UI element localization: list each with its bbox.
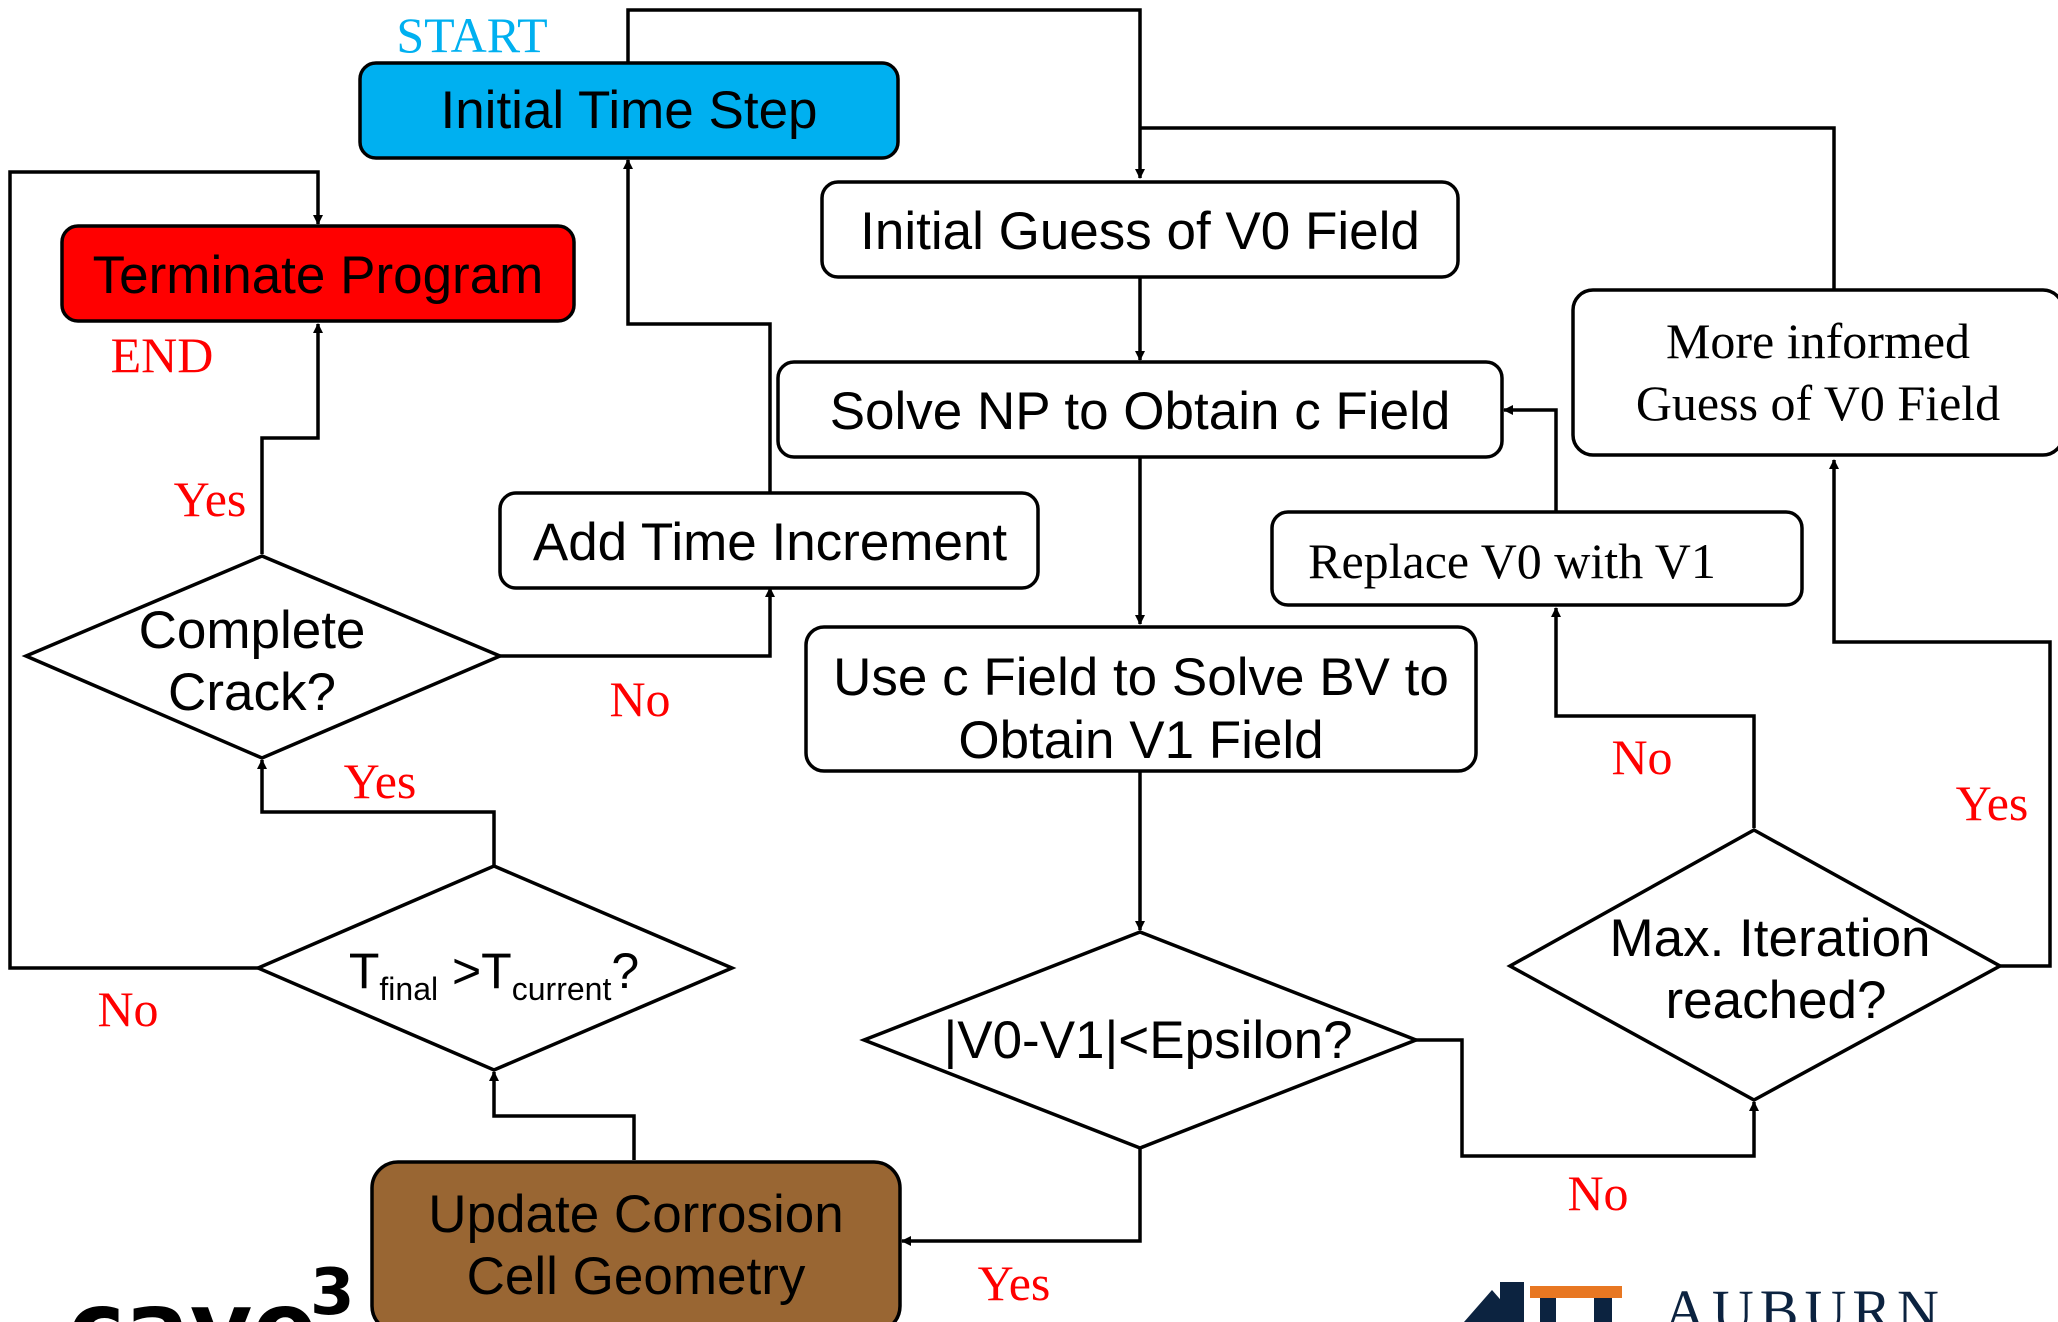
add-time-text: Add Time Increment: [533, 513, 1008, 572]
label-yes-t-compare: Yes: [344, 753, 417, 809]
update-corrosion-text-1: Update Corrosion: [428, 1185, 843, 1244]
label-yes-crack-end: Yes: [174, 471, 247, 527]
replace-v0-box: [1270, 510, 1804, 607]
edge-epsilon-no-to-max-iter: [1416, 1038, 1759, 1158]
edge-more-informed-to-initial-guess: [1140, 126, 1836, 290]
cave-logo-superscript: 3: [310, 1256, 355, 1322]
node-update-corrosion: Update Corrosion Cell Geometry: [370, 1160, 902, 1322]
replace-v0-text: Replace V0 with V1: [1308, 533, 1716, 589]
edge-start-to-initial-guess: [626, 8, 1145, 179]
more-informed-box: [1571, 288, 2058, 457]
node-complete-crack: Complete Crack?: [21, 554, 505, 760]
edge-labels: Yes No Yes No No Yes No Yes: [97, 471, 2028, 1311]
label-yes-epsilon: Yes: [978, 1255, 1051, 1311]
edge-add-time-to-initial-step: [623, 159, 772, 493]
complete-crack-diamond: [21, 554, 505, 760]
start-box: [358, 61, 900, 160]
label-no-epsilon: No: [1567, 1165, 1628, 1221]
use-c-field-text-2: Obtain V1 Field: [958, 711, 1323, 770]
label-no-max-iter: No: [1611, 729, 1672, 785]
edge-max-iter-yes-to-more-informed: [1829, 459, 2052, 968]
t-compare-text: Tfinal >Tcurrent?: [349, 943, 639, 1007]
node-initial-time-step: Initial Time Step: [358, 61, 900, 160]
solve-np-text: Solve NP to Obtain c Field: [830, 382, 1451, 441]
node-add-time-increment: Add Time Increment: [498, 491, 1040, 590]
initial-time-step-text: Initial Time Step: [440, 81, 817, 140]
auburn-logo-text: AUBURN: [1664, 1278, 1945, 1322]
epsilon-text: |V0-V1|<Epsilon?: [943, 1011, 1352, 1070]
cave-logo-text: cave: [68, 1271, 317, 1322]
label-yes-max-iter: Yes: [1956, 775, 2029, 831]
node-initial-guess: Initial Guess of V0 Field: [820, 180, 1460, 279]
node-t-compare: Tfinal >Tcurrent?: [253, 864, 737, 1072]
edge-crack-no-to-add-time: [500, 587, 775, 658]
complete-crack-text-2: Crack?: [168, 663, 336, 722]
t-compare-sub2: current: [512, 971, 612, 1007]
initial-guess-box: [820, 180, 1460, 279]
node-terminate-program: Terminate Program: [60, 224, 576, 323]
edge-max-iter-no-to-replace: [1551, 607, 1756, 828]
add-time-box: [498, 491, 1040, 590]
auburn-logo: AUBURN: [1464, 1278, 1945, 1322]
label-no-crack: No: [609, 671, 670, 727]
end-box: [60, 224, 576, 323]
max-iteration-diamond: [1506, 827, 2004, 1102]
edge-t-compare-no-to-terminate: [8, 170, 323, 970]
auburn-au-mark-icon: [1464, 1282, 1622, 1322]
end-label: END: [111, 327, 214, 383]
edge-update-to-t-compare: [489, 1071, 636, 1160]
start-label: START: [396, 7, 547, 63]
max-iteration-text-2: reached?: [1665, 971, 1886, 1030]
node-epsilon: |V0-V1|<Epsilon?: [859, 930, 1421, 1150]
edge-replace-to-solve-np: [1503, 405, 1558, 512]
update-corrosion-box: [370, 1160, 902, 1322]
t-compare-op: >T: [438, 943, 512, 999]
cave-logo: cave 3: [68, 1256, 355, 1322]
use-c-field-text-1: Use c Field to Solve BV to: [833, 648, 1449, 707]
complete-crack-text-1: Complete: [139, 601, 366, 660]
t-compare-sub1: final: [379, 971, 438, 1007]
edge-t-compare-yes-to-crack: [257, 759, 496, 866]
terminate-program-text: Terminate Program: [93, 246, 544, 305]
node-use-c-field: Use c Field to Solve BV to Obtain V1 Fie…: [804, 625, 1478, 773]
initial-guess-text: Initial Guess of V0 Field: [860, 202, 1420, 261]
node-solve-np: Solve NP to Obtain c Field: [776, 360, 1504, 459]
node-more-informed-guess: More informed Guess of V0 Field: [1571, 288, 2058, 457]
more-informed-text-1: More informed: [1666, 313, 1970, 369]
t-compare-q: ?: [611, 943, 639, 999]
max-iteration-text-1: Max. Iteration: [1609, 909, 1930, 968]
update-corrosion-text-2: Cell Geometry: [467, 1247, 806, 1306]
edge-epsilon-yes-to-update: [901, 1148, 1142, 1246]
use-c-field-box: [804, 625, 1478, 773]
more-informed-text-2: Guess of V0 Field: [1636, 375, 2000, 431]
node-max-iteration: Max. Iteration reached?: [1506, 827, 2004, 1102]
t-compare-t1: T: [349, 943, 380, 999]
epsilon-diamond: [859, 930, 1421, 1150]
solve-np-box: [776, 360, 1504, 459]
connectors: [8, 8, 2052, 1246]
label-no-t-compare: No: [97, 981, 158, 1037]
node-replace-v0: Replace V0 with V1: [1270, 510, 1804, 607]
edge-crack-yes-to-terminate: [260, 323, 323, 554]
t-compare-diamond: [253, 864, 737, 1072]
